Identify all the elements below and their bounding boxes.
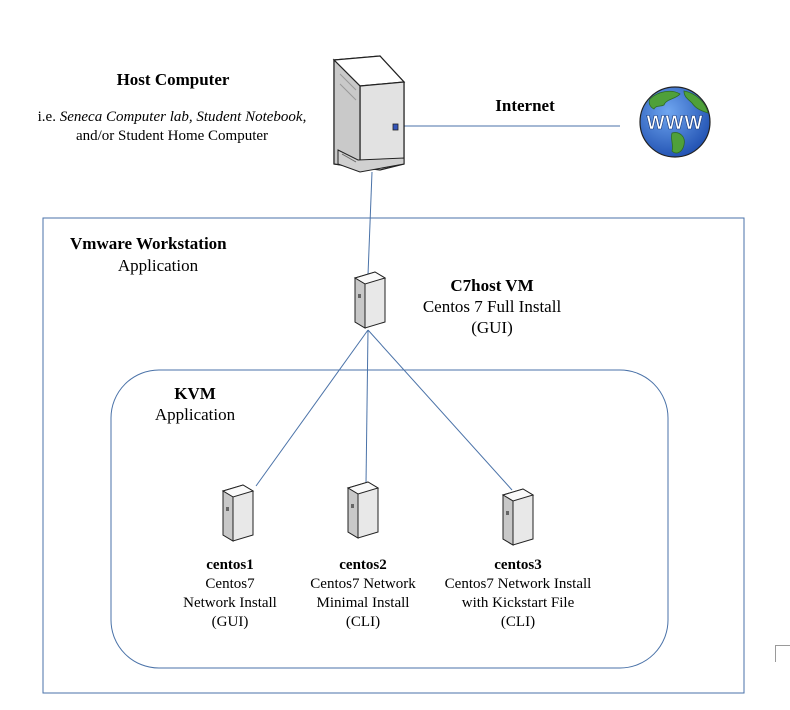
vmware-subtitle: Application: [117, 256, 199, 275]
c7host-line2: (GUI): [471, 318, 513, 337]
centos1-server-icon: [221, 484, 255, 542]
centos2-line2: Minimal Install: [316, 595, 410, 611]
c7host-to-centos3-line: [367, 329, 513, 491]
centos2-title: centos2: [339, 557, 387, 573]
host-desc-line2: and/or Student Home Computer: [75, 128, 269, 144]
globe-www-text: WWW: [647, 113, 704, 134]
centos1-title: centos1: [206, 557, 254, 573]
vmware-title: Vmware Workstation: [70, 234, 227, 253]
centos2-server-icon: [346, 481, 380, 539]
host-computer-icon: [332, 55, 406, 173]
centos2-line3: (CLI): [345, 614, 381, 630]
c7host-server-icon: [353, 271, 387, 329]
internet-label: Internet: [495, 96, 555, 115]
vmware-workstation-box: [42, 217, 745, 694]
centos1-line2: Network Install: [183, 595, 277, 611]
host-desc-italic: Seneca Computer lab, Student Notebook,: [59, 109, 307, 125]
c7host-to-centos2-line: [365, 329, 369, 485]
page-corner-mark: [775, 645, 790, 662]
host-computer-description: i.e. Seneca Computer lab, Student Notebo…: [22, 108, 322, 146]
centos2-line1: Centos7 Network: [310, 576, 416, 592]
centos1-line3: (GUI): [211, 614, 249, 630]
c7host-to-centos1-line: [255, 329, 369, 487]
centos3-line1: Centos7 Network Install: [444, 576, 592, 592]
c7host-title: C7host VM: [450, 276, 534, 295]
kvm-title: KVM: [174, 384, 216, 403]
www-globe-icon: WWW: [639, 86, 711, 158]
host-to-c7host-line: [367, 171, 373, 276]
host-desc-prefix: i.e.: [37, 109, 60, 125]
c7host-line1: Centos 7 Full Install: [422, 297, 562, 316]
centos3-line2: with Kickstart File: [461, 595, 575, 611]
kvm-box: [110, 369, 669, 669]
centos3-server-icon: [501, 488, 535, 546]
centos3-title: centos3: [494, 557, 542, 573]
centos1-line1: Centos7: [205, 576, 255, 592]
centos3-line3: (CLI): [500, 614, 536, 630]
host-computer-title: Host Computer: [116, 70, 230, 89]
kvm-subtitle: Application: [154, 405, 236, 424]
